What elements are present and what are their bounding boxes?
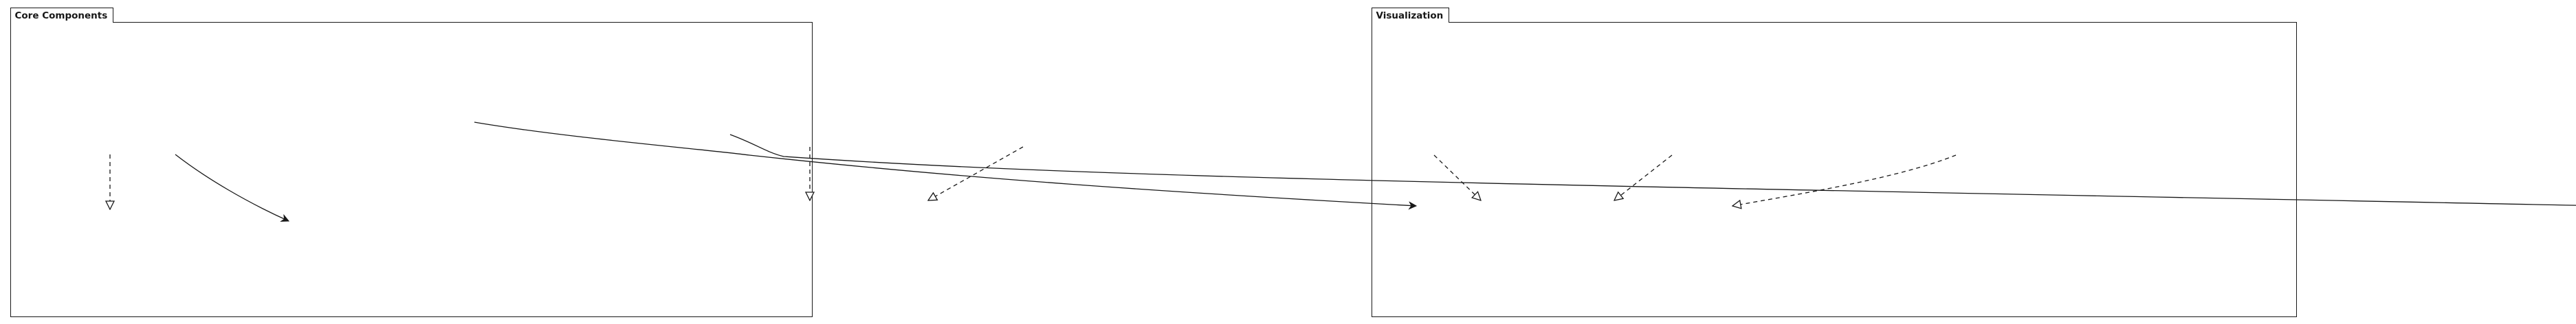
realization-plotpanel-panelcomponent: [928, 146, 1024, 200]
package-label: Core Components: [10, 8, 114, 23]
package-core-components: Core Components: [10, 8, 813, 317]
package-visualization: Visualization: [1371, 8, 2297, 317]
package-label: Visualization: [1371, 8, 1450, 23]
